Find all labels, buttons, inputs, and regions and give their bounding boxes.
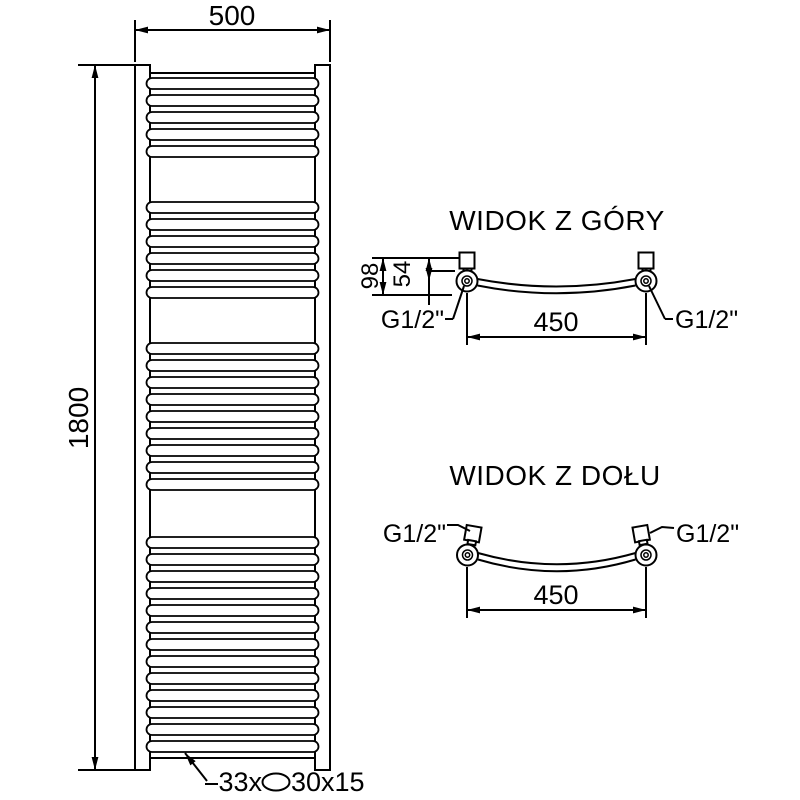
right-valve-fitting [634,251,658,293]
rung [145,94,320,107]
rung [145,621,320,634]
left-valve-fitting [456,523,483,567]
leader-line [649,525,675,534]
rung [145,393,320,406]
right-valve-fitting [631,523,658,567]
width-dim-label: 500 [209,0,256,31]
rung [145,689,320,702]
thread-hole-center [464,278,470,284]
rung [145,427,320,440]
rung [145,252,320,265]
rung-list [145,77,320,753]
rung [145,570,320,583]
valve-body [462,523,483,544]
rung [145,145,320,158]
rung [145,587,320,600]
arrowhead-right-icon [633,606,646,614]
rung [145,655,320,668]
rung [145,478,320,491]
rung [145,77,320,90]
left-valve-fitting [455,251,479,293]
rung [145,410,320,423]
rung [145,235,320,248]
rung [145,218,320,231]
tube-inner-arc [477,278,636,288]
valve-body [637,251,655,270]
depth-dim-label: 98 [357,263,384,290]
oval-profile-icon [261,772,291,792]
leader-line [648,285,666,320]
rung-count-label: 33x [218,767,262,797]
rung [145,376,320,389]
rung [145,461,320,474]
bottom-view-title: WIDOK Z DOŁU [449,460,660,491]
leader-line [447,524,471,532]
thread-hole-center [643,552,649,558]
front-view [134,64,331,771]
rung [145,604,320,617]
arrowhead-left-icon [135,26,148,34]
valve-body [458,251,476,270]
arrowhead-up-icon [91,65,99,78]
leader-line [452,285,465,320]
tube-outer-arc [477,284,636,295]
right-fitting-label: G1/2" [675,306,738,334]
rung-profile-label: 30x15 [291,767,365,797]
rung [145,553,320,566]
rung [145,201,320,214]
rung [145,536,320,549]
axis-depth-dim-label: 54 [389,261,416,288]
rung [145,672,320,685]
rung [145,444,320,457]
arrowhead-left-icon [467,606,480,614]
arrowhead-down-icon [91,757,99,770]
rung [145,723,320,736]
top-view: WIDOK Z GÓRY 98 54 [357,205,738,345]
rung [145,128,320,141]
top-view-title: WIDOK Z GÓRY [449,205,665,236]
rung [145,111,320,124]
height-dimension: 1800 [63,64,135,771]
rung [145,638,320,651]
tube-outer-arc [477,558,636,573]
height-dim-label: 1800 [63,387,94,449]
thread-hole-center [643,278,649,284]
width-dimension: 500 [134,0,331,62]
rung [145,740,320,753]
rung [145,286,320,299]
rung-note: 33x 30x15 [182,750,365,797]
rung [145,359,320,372]
arrowhead-right-icon [317,26,330,34]
tube-inner-arc [477,552,636,566]
right-fitting-label: G1/2" [676,520,739,548]
span-dim-label: 450 [533,307,578,337]
left-fitting-label: G1/2" [383,520,446,548]
rung [145,342,320,355]
bottom-view: WIDOK Z DOŁU G1/2" G1/2 [383,460,739,618]
rung [145,706,320,719]
arrowhead-right-icon [633,333,646,341]
rung [145,269,320,282]
span-dim-label: 450 [533,580,578,610]
thread-hole-center [464,552,471,558]
arrowhead-down-icon [425,268,433,281]
left-fitting-label: G1/2" [381,306,444,334]
arrowhead-left-icon [467,333,480,341]
